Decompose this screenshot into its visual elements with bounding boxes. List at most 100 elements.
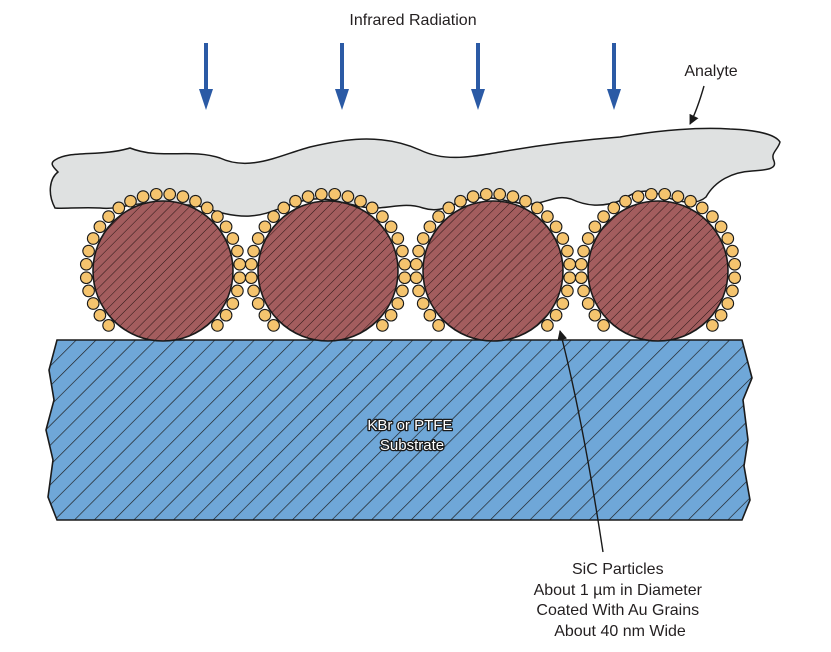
substrate-block <box>45 339 753 521</box>
au-grain <box>384 308 398 322</box>
au-grain <box>409 257 423 271</box>
au-grain <box>581 232 595 245</box>
au-grain <box>93 220 107 234</box>
au-grain <box>577 244 590 258</box>
au-grain <box>530 201 544 215</box>
au-grain <box>200 201 214 215</box>
sic-particles <box>79 187 742 342</box>
au-grain <box>396 284 409 298</box>
au-grain <box>588 308 602 322</box>
au-grain <box>574 257 588 271</box>
au-grain <box>176 190 190 203</box>
au-grain <box>149 187 163 201</box>
au-grain <box>93 308 107 322</box>
au-grain <box>706 319 719 332</box>
substrate-label-line-1: KBr or PTFE <box>367 417 452 434</box>
au-grain <box>561 244 574 258</box>
au-grain <box>226 232 240 245</box>
infrared-arrow-1 <box>199 43 213 110</box>
au-grain <box>112 201 126 215</box>
au-grain <box>233 257 247 271</box>
particles-label-line-4: About 40 nm Wide <box>554 623 686 640</box>
au-grain <box>726 284 739 298</box>
au-grain <box>277 201 291 215</box>
sic-particle-4 <box>574 187 742 342</box>
au-grain <box>82 284 95 298</box>
au-grain <box>226 297 240 310</box>
au-grain <box>519 194 532 208</box>
au-grain <box>247 244 260 258</box>
au-grain <box>376 210 389 223</box>
sic-particle-1 <box>79 187 247 342</box>
particles-label-line-1: SiC Particles <box>572 561 664 578</box>
au-grain <box>384 220 398 234</box>
au-grain <box>189 194 202 208</box>
au-grain <box>644 187 658 201</box>
au-grain <box>79 271 93 285</box>
au-grain <box>556 297 570 310</box>
au-grain <box>597 319 610 332</box>
au-grain <box>493 187 507 201</box>
au-grain <box>258 220 272 234</box>
au-grain <box>658 187 672 201</box>
au-grain <box>442 201 456 215</box>
au-grain <box>376 319 389 332</box>
au-grain <box>563 271 577 285</box>
au-grain <box>695 201 709 215</box>
au-grain <box>398 257 412 271</box>
sic-core <box>92 200 234 342</box>
sic-core <box>587 200 729 342</box>
au-grain <box>412 284 425 298</box>
au-grain <box>289 194 302 208</box>
au-grain <box>233 271 247 285</box>
infrared-arrow-2 <box>335 43 349 110</box>
au-grain <box>607 201 621 215</box>
substrate-label: KBr or PTFE Substrate <box>367 417 456 454</box>
au-grain <box>163 187 177 201</box>
au-grain <box>454 194 467 208</box>
au-grain <box>82 244 95 258</box>
au-grain <box>684 194 697 208</box>
au-grain <box>416 232 430 245</box>
au-grain <box>231 284 244 298</box>
infrared-arrows <box>199 43 621 110</box>
au-grain <box>328 187 342 201</box>
analyte-pointer <box>689 85 705 125</box>
au-grain <box>314 187 328 201</box>
au-grain <box>416 297 430 310</box>
au-grain <box>721 232 735 245</box>
substrate-label-line-2: Substrate <box>380 437 444 454</box>
au-grain <box>86 232 100 245</box>
sic-particle-2 <box>244 187 412 342</box>
au-grain <box>247 284 260 298</box>
au-grain <box>79 257 93 271</box>
au-grain <box>267 319 280 332</box>
au-grain <box>556 232 570 245</box>
au-grain <box>102 319 115 332</box>
au-grain <box>432 210 445 223</box>
infrared-radiation-label: Infrared Radiation <box>349 12 476 29</box>
au-grain <box>258 308 272 322</box>
au-grain <box>267 210 280 223</box>
au-grain <box>102 210 115 223</box>
au-grain <box>479 187 493 201</box>
sic-core <box>257 200 399 342</box>
au-grain <box>574 271 588 285</box>
au-grain <box>506 190 520 203</box>
au-grain <box>581 297 595 310</box>
particles-label-line-3: Coated With Au Grains <box>536 602 699 619</box>
au-grain <box>597 210 610 223</box>
au-grain <box>219 220 233 234</box>
au-grain <box>549 308 563 322</box>
au-grain <box>549 220 563 234</box>
au-grain <box>341 190 355 203</box>
au-grain <box>251 232 265 245</box>
au-grain <box>211 319 224 332</box>
au-grain <box>714 220 728 234</box>
au-grain <box>706 210 719 223</box>
au-grain <box>728 257 742 271</box>
au-grain <box>432 319 445 332</box>
au-grain <box>631 190 645 203</box>
au-grain <box>124 194 137 208</box>
